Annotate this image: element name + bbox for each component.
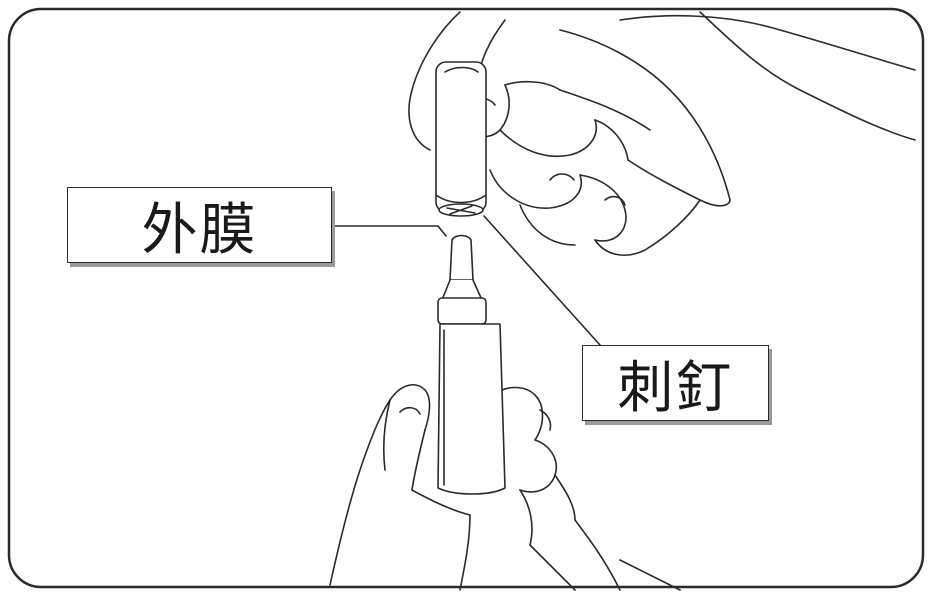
- vial-cap-illustration: [435, 61, 487, 217]
- spike-label: 刺釘: [582, 345, 769, 421]
- dropper-tube-illustration: [437, 234, 506, 495]
- outer-membrane-label: 外膜: [67, 187, 332, 263]
- spike-label-text: 刺釘: [617, 355, 734, 421]
- outer-membrane-label-text: 外膜: [141, 197, 258, 263]
- leader-line-spike: [483, 215, 601, 346]
- illustration-frame: [7, 7, 925, 589]
- upper-hand-illustration: [408, 11, 916, 256]
- lower-hand-illustration: [329, 384, 681, 591]
- leader-line-outer-membrane: [331, 225, 447, 237]
